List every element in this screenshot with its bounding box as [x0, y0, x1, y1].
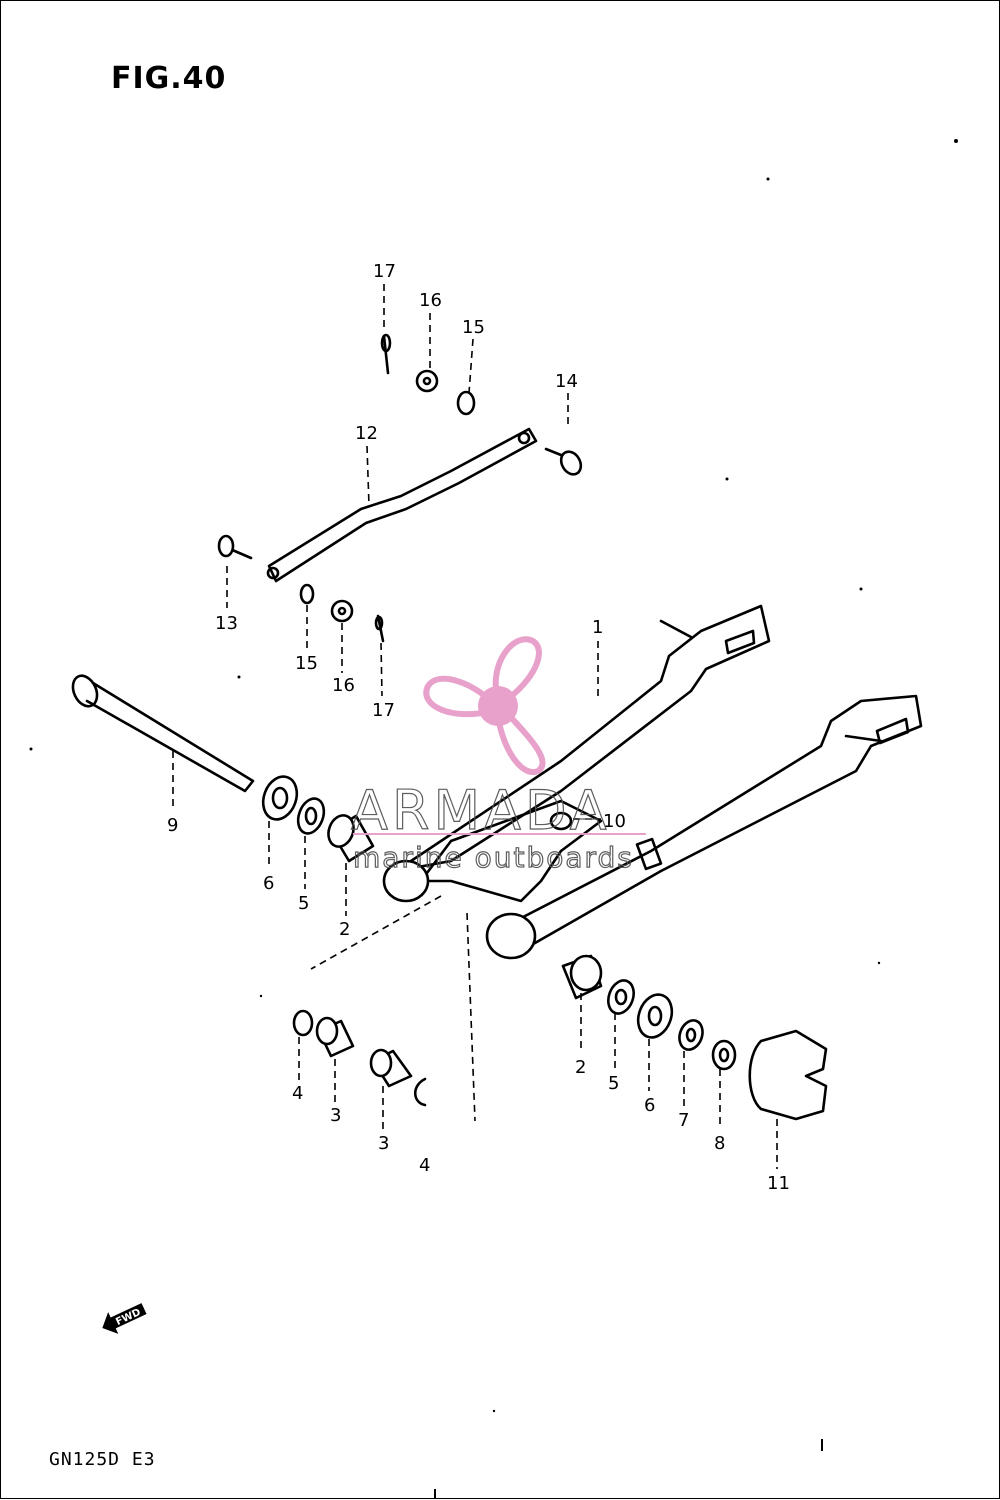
- washer-7: [678, 1019, 704, 1051]
- callout-15: 15: [462, 317, 485, 338]
- cotter-pin-17-top: [380, 333, 392, 375]
- circlip-4-right: [413, 1077, 427, 1107]
- scan-specks: [29, 139, 958, 1499]
- callout-4: 4: [292, 1083, 303, 1104]
- callout-6: 6: [644, 1095, 655, 1116]
- callout-17: 17: [372, 700, 395, 721]
- circlip-4-left: [292, 1009, 314, 1037]
- callout-10: 10: [603, 811, 626, 832]
- callout-8: 8: [714, 1133, 725, 1154]
- model-code: GN125D E3: [49, 1449, 156, 1470]
- nut-16-top: [415, 369, 439, 393]
- callout-11: 11: [767, 1173, 790, 1194]
- leader-lines: [172, 284, 778, 1169]
- washer-6-left: [261, 775, 299, 821]
- propeller-icon: [423, 636, 546, 776]
- bolt-13: [217, 534, 253, 560]
- bushing-2-left: [327, 814, 375, 863]
- callout-5: 5: [298, 893, 309, 914]
- callout-16: 16: [332, 675, 355, 696]
- callout-5: 5: [608, 1073, 619, 1094]
- callout-9: 9: [167, 815, 178, 836]
- bushing-2-right: [561, 954, 603, 1000]
- watermark: ARMADA marine outboards: [350, 636, 646, 875]
- callout-2: 2: [575, 1057, 586, 1078]
- callout-14: 14: [555, 371, 578, 392]
- callout-7: 7: [678, 1110, 689, 1131]
- washer-5-right: [607, 979, 635, 1015]
- nut-10: [549, 811, 573, 831]
- callout-3: 3: [330, 1105, 341, 1126]
- callout-3: 3: [378, 1133, 389, 1154]
- washer-6-right: [636, 993, 674, 1039]
- washer-15-top: [456, 390, 476, 416]
- callout-6: 6: [263, 873, 274, 894]
- callout-1: 1: [592, 617, 603, 638]
- bearing-3-left: [315, 1016, 355, 1058]
- figure-title: FIG.40: [111, 61, 227, 96]
- callout-13: 13: [215, 613, 238, 634]
- swingarm-part: [382, 604, 923, 960]
- pivot-bolt-14: [544, 447, 583, 476]
- nut-8: [711, 1039, 737, 1071]
- torque-link-part: [266, 427, 538, 583]
- callout-4: 4: [419, 1155, 430, 1176]
- pivot-shaft-part: [71, 674, 255, 793]
- callout-12: 12: [355, 423, 378, 444]
- watermark-tagline: marine outboards: [353, 841, 634, 874]
- cotter-pin-17-bottom: [374, 614, 385, 643]
- callout-2: 2: [339, 919, 350, 940]
- callout-16: 16: [419, 290, 442, 311]
- nut-16-bottom: [330, 599, 354, 623]
- cap-11: [748, 1029, 828, 1121]
- watermark-brand: ARMADA: [351, 779, 611, 842]
- washer-15-bottom: [299, 583, 315, 605]
- forward-arrow-icon: FWD: [102, 1303, 147, 1334]
- bearing-3-right: [369, 1048, 413, 1088]
- callout-17: 17: [373, 261, 396, 282]
- callout-labels: 1 2 2 3 3 4 4 5 5 6 6 7 8 9 10 11 12 13 …: [167, 261, 790, 1194]
- washer-5-left: [296, 797, 326, 835]
- callout-15: 15: [295, 653, 318, 674]
